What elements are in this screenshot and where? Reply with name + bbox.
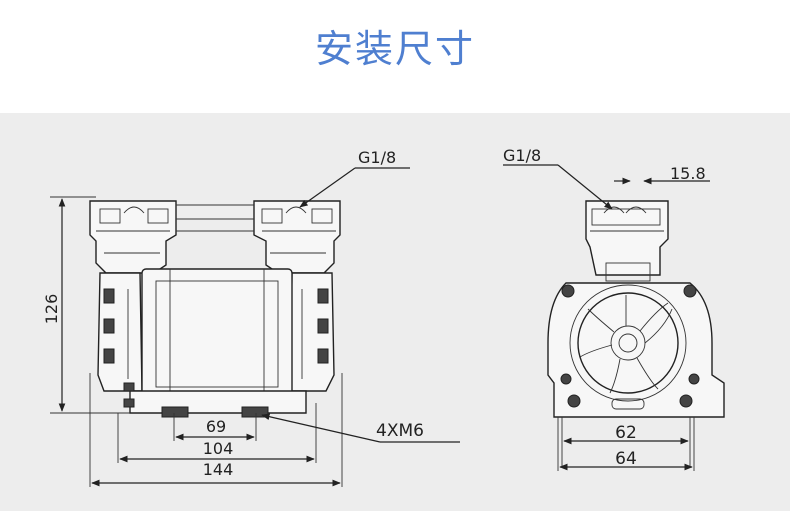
- height-dimension-label: 126: [42, 294, 61, 325]
- front-port-label: G1/8: [358, 148, 396, 167]
- dimension-69-label: 69: [206, 417, 226, 436]
- dimension-64-label: 64: [615, 449, 637, 469]
- dimension-62-label: 62: [615, 423, 637, 443]
- mount-screws: [560, 284, 700, 408]
- side-dimensions: [503, 164, 710, 471]
- dimension-104-label: 104: [203, 439, 234, 458]
- page-title: 安装尺寸: [314, 27, 475, 71]
- mount-thread-label: 4XM6: [376, 421, 424, 441]
- side-port-label: G1/8: [503, 146, 541, 165]
- front-dimensions: [50, 167, 460, 487]
- front-view-drawing: [89, 200, 341, 418]
- dimension-144-label: 144: [203, 460, 234, 479]
- offset-dimension-label: 15.8: [670, 164, 706, 183]
- side-view-drawing: [547, 200, 725, 418]
- drawing-panel: G1/8 126 69 104 144 4XM6 G1/8 15.8 62 64: [0, 113, 790, 511]
